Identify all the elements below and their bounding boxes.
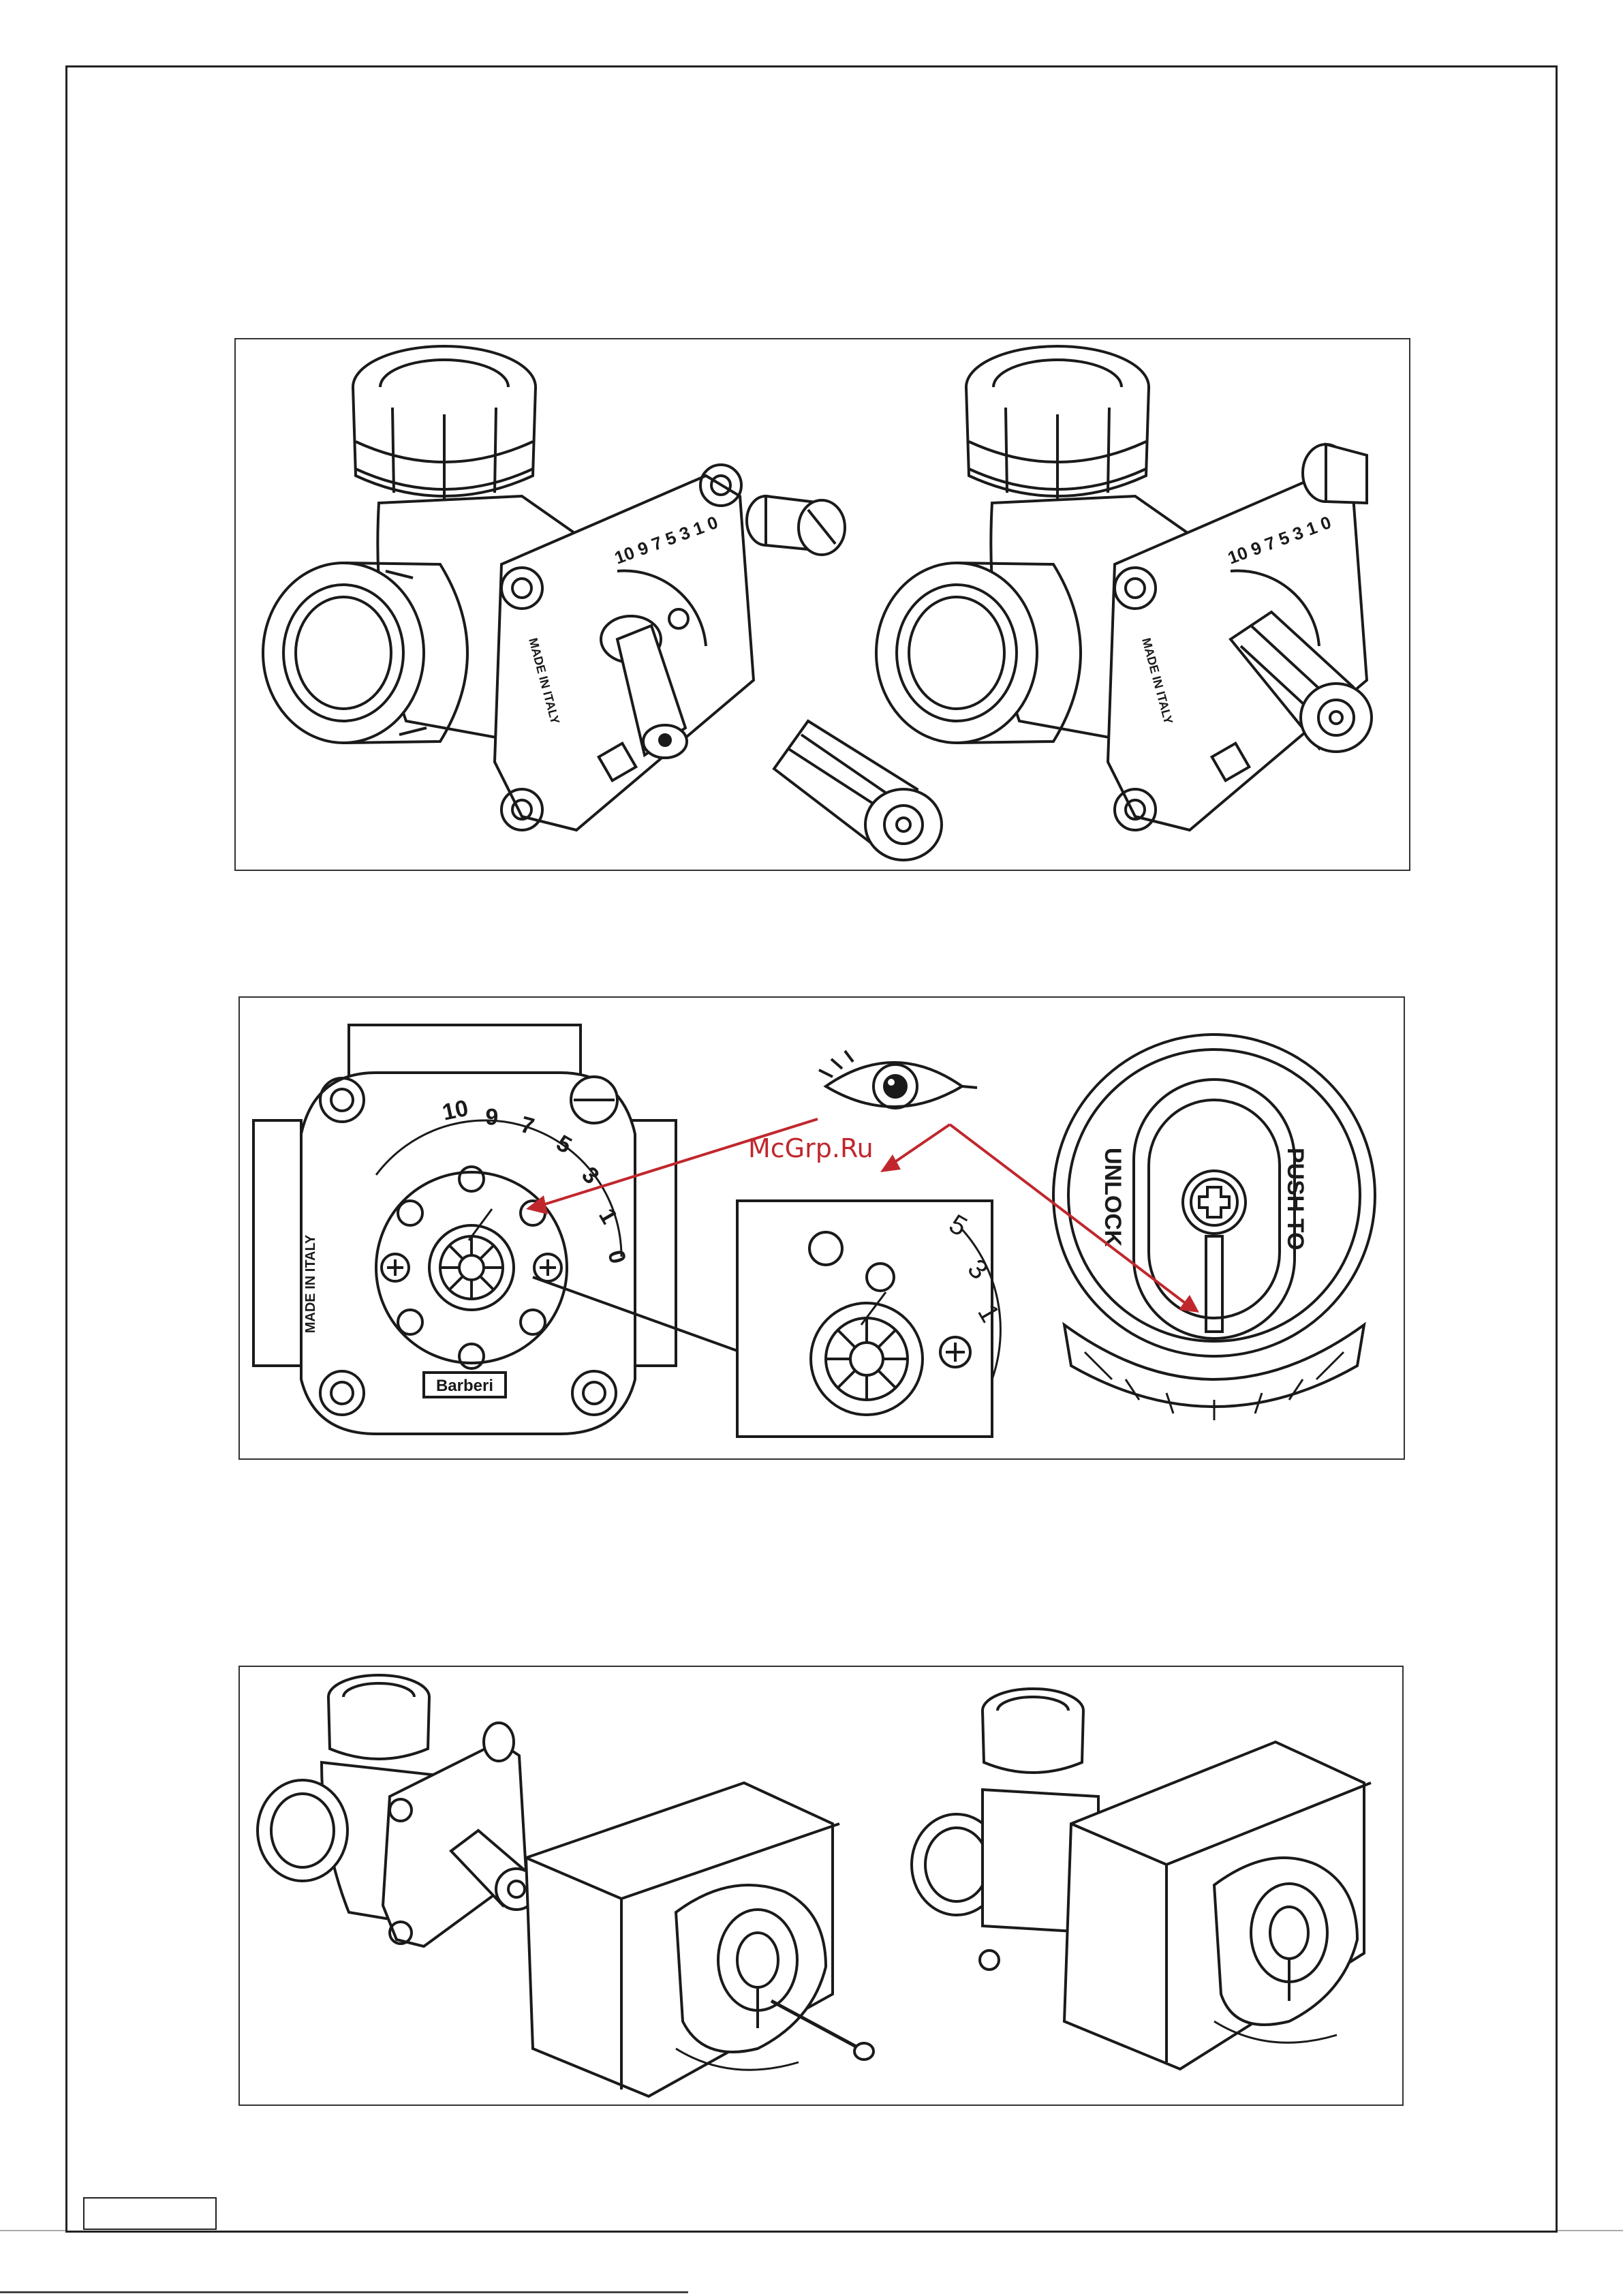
actuator-exploded xyxy=(526,1783,874,2096)
scale-9: 9 xyxy=(485,1104,499,1131)
detail-view: 5 3 1 xyxy=(737,1201,1005,1437)
knob-view: UNLOCK PUSH TO xyxy=(1053,1035,1375,1420)
assembled-unit xyxy=(912,1689,1371,2069)
figure-1-panel: 10 9 7 5 3 1 0 MADE IN ITALY xyxy=(234,338,1410,871)
plate-text: MADE IN ITALY xyxy=(303,1234,318,1333)
left-valve: 10 9 7 5 3 1 0 MADE IN ITALY xyxy=(263,346,754,830)
figure-2-panel: Barberi MADE IN ITALY 10 9 7 5 3 1 0 xyxy=(238,996,1405,1460)
brand-tag: Barberi xyxy=(436,1377,493,1395)
knob-text-right: PUSH TO xyxy=(1282,1148,1308,1251)
figure-1-drawing: 10 9 7 5 3 1 0 MADE IN ITALY xyxy=(236,339,1409,870)
knob-text-left: UNLOCK xyxy=(1100,1148,1126,1247)
bottom-rule xyxy=(0,2291,688,2293)
scale-10: 10 xyxy=(440,1095,471,1126)
figure-3-drawing xyxy=(240,1667,1402,2104)
page-number-box xyxy=(83,2197,217,2230)
valve-front-view: Barberi MADE IN ITALY xyxy=(253,1025,676,1434)
right-valve: 10 9 7 5 3 1 0 MADE IN ITALY xyxy=(876,346,1372,830)
watermark: McGrp.Ru xyxy=(748,1133,874,1163)
eye-icon xyxy=(819,1051,977,1108)
detached-adaptor xyxy=(774,721,942,860)
figure-3-panel xyxy=(238,1666,1404,2106)
right-margin-rule xyxy=(1558,2230,1623,2231)
figure-2-drawing: Barberi MADE IN ITALY 10 9 7 5 3 1 0 xyxy=(240,998,1404,1458)
left-margin-rule xyxy=(0,2230,65,2231)
valve-with-adaptor xyxy=(258,1675,537,1946)
detached-cap xyxy=(747,496,845,555)
